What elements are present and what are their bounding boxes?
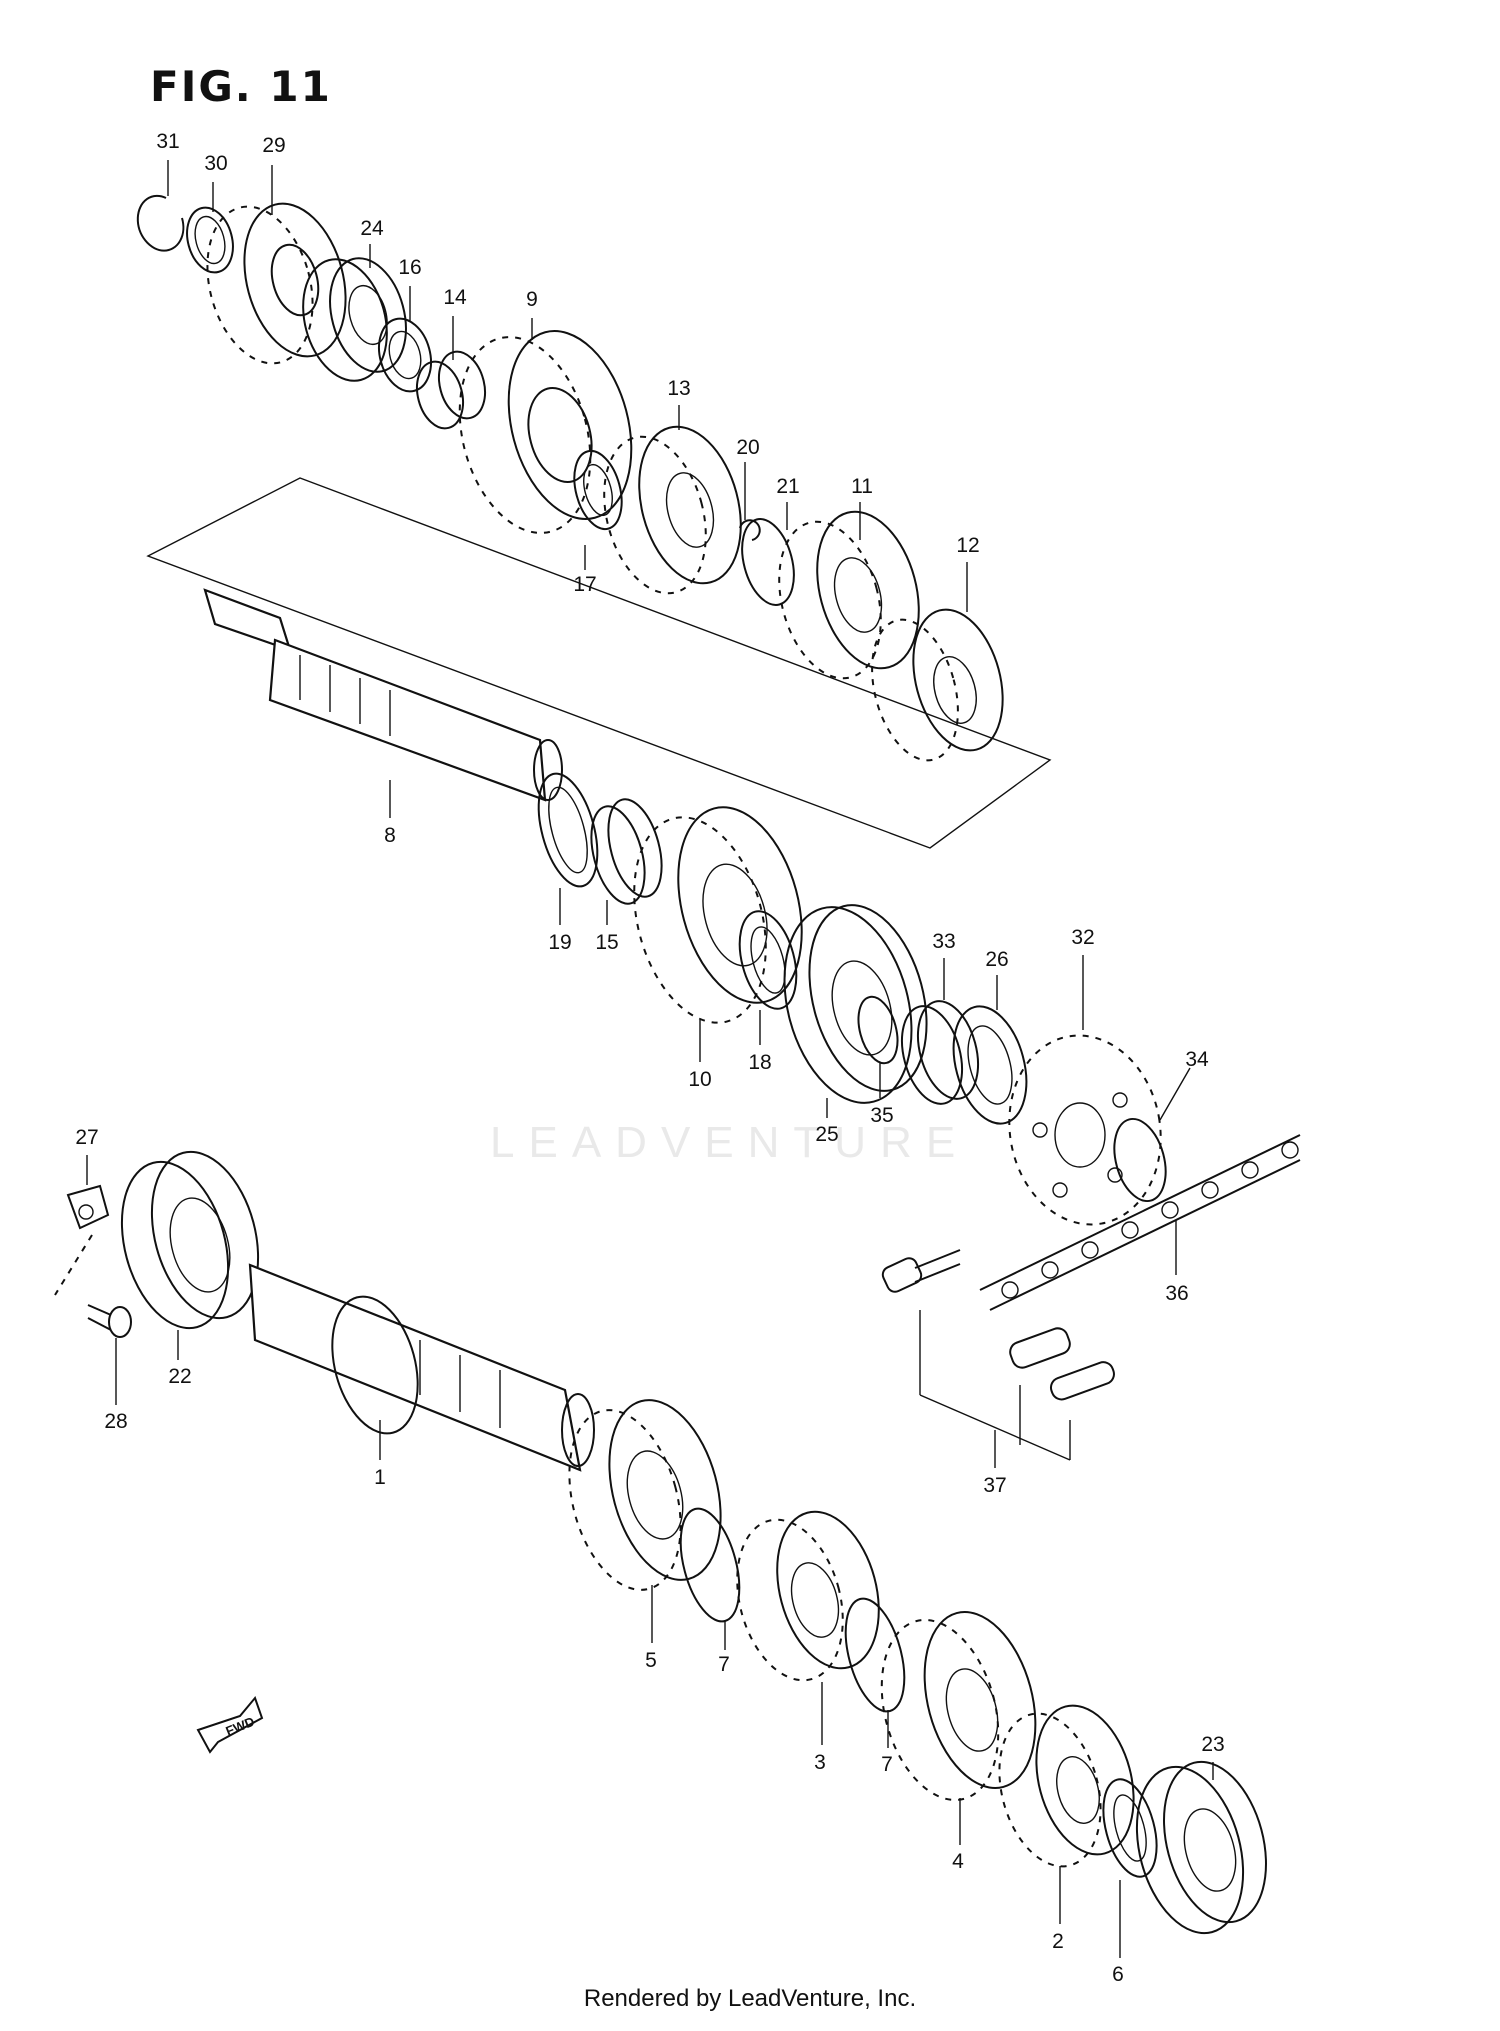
part-3-gear: [736, 1510, 880, 1682]
callout-7-lower: 7: [881, 1753, 893, 1776]
callout-26: 26: [985, 948, 1009, 971]
watermark: LEADVENTURE: [490, 1118, 970, 1167]
part-18-washer: [738, 910, 798, 1010]
callout-29: 29: [262, 134, 286, 157]
footer-credit: Rendered by LeadVenture, Inc.: [583, 1985, 917, 2012]
figure-title: FIG. 11: [150, 62, 332, 111]
part-13-gear: [603, 425, 742, 595]
callout-18: 18: [748, 1051, 772, 1074]
part-34-circlip: [1113, 1117, 1167, 1203]
part-29-gear: [206, 202, 347, 365]
part-27-bracket: [54, 1184, 110, 1296]
part-21-circlip: [741, 518, 795, 606]
callout-23: 23: [1201, 1733, 1225, 1756]
callout-10: 10: [688, 1068, 712, 1091]
fwd-label: FWD: [224, 1714, 257, 1739]
callout-4: 4: [952, 1850, 964, 1873]
part-15-bushing: [590, 798, 663, 905]
part-6-washer: [1102, 1778, 1158, 1878]
callout-2: 2: [1052, 1930, 1064, 1953]
callout-35: 35: [870, 1104, 894, 1127]
part-35-oring: [857, 995, 899, 1065]
callout-11: 11: [851, 475, 873, 498]
callout-24: 24: [360, 217, 384, 240]
part-9-gear: [458, 330, 633, 534]
callout-33: 33: [932, 930, 956, 953]
callout-21: 21: [776, 475, 800, 498]
part-28-bolt: [87, 1304, 132, 1338]
callout-30: 30: [204, 152, 228, 175]
callout-8: 8: [384, 824, 396, 847]
callout-6: 6: [1112, 1963, 1124, 1986]
callout-12: 12: [956, 534, 980, 557]
fwd-arrow-icon: FWD: [196, 1696, 264, 1754]
part-26-oil-seal: [952, 1005, 1028, 1125]
part-22-bearing: [120, 1150, 260, 1330]
callout-36: 36: [1165, 1282, 1189, 1305]
countershaft-assembly-box: [146, 477, 1052, 849]
part-5-gear: [568, 1399, 722, 1591]
part-4-gear: [880, 1611, 1037, 1801]
part-24-bearing: [302, 257, 407, 382]
part-17-washer: [573, 449, 623, 531]
part-20-ring: [739, 519, 761, 541]
callout-34: 34: [1185, 1048, 1209, 1071]
leader-lines: [86, 160, 1214, 1958]
part-31-circlip: [136, 194, 185, 252]
callout-17: 17: [573, 573, 597, 596]
callout-28: 28: [104, 1410, 128, 1433]
part-7-circlip-a: [679, 1507, 741, 1623]
callout-22: 22: [168, 1365, 192, 1388]
callout-27: 27: [75, 1126, 99, 1149]
callout-31: 31: [156, 130, 180, 153]
callout-15: 15: [595, 931, 619, 954]
callout-19: 19: [548, 931, 572, 954]
part-7-circlip-b: [844, 1597, 906, 1713]
callout-20: 20: [736, 436, 760, 459]
callout-14: 14: [443, 286, 467, 309]
callout-32: 32: [1071, 926, 1095, 949]
part-11-gear: [778, 510, 920, 680]
part-14-bushing: [415, 350, 487, 430]
part-12-gear: [871, 608, 1004, 762]
part-36-drive-chain: [979, 1134, 1301, 1311]
part-8-countershaft: [203, 588, 563, 802]
callout-7-upper: 7: [718, 1653, 730, 1676]
callout-1: 1: [374, 1466, 386, 1489]
callout-13: 13: [667, 377, 691, 400]
part-10-gear: [633, 806, 803, 1024]
callout-37: 37: [983, 1474, 1007, 1497]
part-2-gear: [998, 1704, 1135, 1868]
callout-5: 5: [645, 1649, 657, 1672]
part-30-washer: [186, 206, 234, 274]
part-1-mainshaft: [248, 1263, 595, 1472]
part-33-spacer: [901, 1000, 979, 1105]
callout-16: 16: [398, 256, 422, 279]
callout-25: 25: [815, 1123, 839, 1146]
part-23-bearing: [1135, 1760, 1267, 1935]
callout-3: 3: [814, 1751, 826, 1774]
callout-9: 9: [526, 288, 538, 311]
part-37-chain-joint: [881, 1249, 1115, 1461]
part-25-bearing: [783, 904, 928, 1104]
part-32-sprocket: [1008, 1034, 1162, 1226]
part-16-washer: [378, 317, 432, 393]
